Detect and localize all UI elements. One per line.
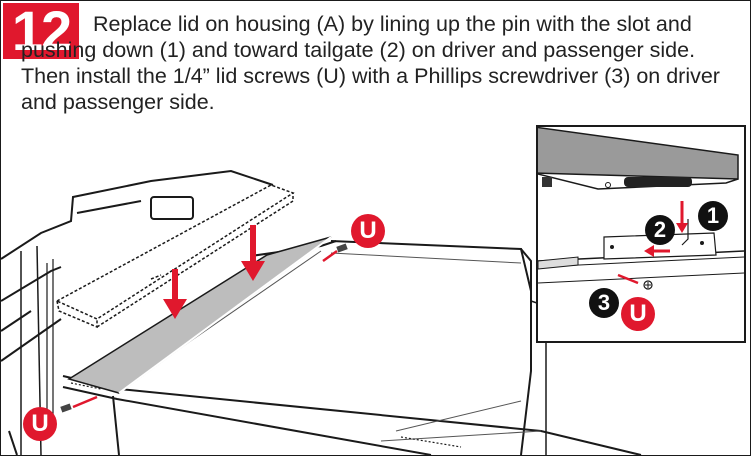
screw-callout-bottom: U [23,407,57,441]
cab-window-lines [46,259,54,421]
screw-callout-top: U [351,214,385,248]
lid-screw-top [322,243,348,263]
truck-cab-outline [1,169,274,455]
inset-lid-badge [624,177,692,187]
inset-screw-arrow [617,273,639,285]
inset-illustration [538,127,744,290]
screw-callout-inset: U [621,297,655,331]
inset-lid [538,127,739,180]
lid-screw-bottom [60,395,98,413]
step-callout-push-down: 1 [698,201,728,231]
tailgate-trim [70,382,462,448]
housing-lid-edge [118,236,332,394]
push-down-arrow-left [163,269,187,319]
lid-floating-dotted [55,184,295,329]
step-callout-toward-tailgate: 2 [645,215,675,245]
step-number-badge: 12 [3,3,79,59]
push-down-arrow-right [241,225,265,281]
step-instructions: Replace lid on housing (A) by lining up … [21,12,720,114]
step-callout-screwdriver: 3 [589,288,619,318]
